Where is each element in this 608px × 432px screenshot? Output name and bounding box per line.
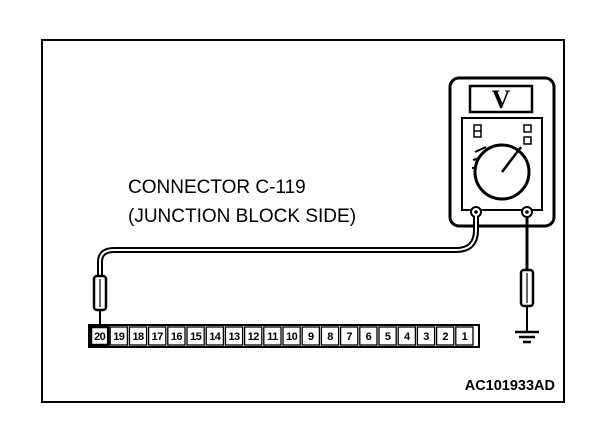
connector-pin-cell (147, 326, 167, 346)
connector-pin-cell (455, 326, 474, 346)
ground-symbol-icon (515, 330, 539, 344)
connector-pin-cell (301, 326, 321, 346)
connector-pin-cell (416, 326, 436, 346)
connector-pin-number: 14 (209, 331, 222, 343)
voltmeter-symbol: V (492, 85, 511, 114)
connector-pin-cell (282, 326, 301, 346)
connector-pin-number: 6 (366, 331, 372, 343)
connector-pin-cell (359, 326, 378, 346)
voltmeter: V (448, 76, 556, 228)
connector-pin-number: 11 (267, 331, 278, 343)
connector-pin-number: 19 (113, 331, 125, 343)
connector-pin-number: 9 (308, 331, 314, 343)
connector-pin-cell (167, 326, 186, 346)
connector-pin-cell (128, 326, 148, 346)
connector-pin-number: 8 (327, 331, 333, 343)
probe-jack-volt-inner (525, 210, 529, 214)
test-lead-cable-inner (99, 216, 477, 276)
connector-pin-cell (89, 325, 110, 347)
connector-pin-number: 18 (132, 331, 144, 343)
connector-pin-cell (339, 326, 359, 346)
connector-pin-number: 13 (228, 331, 240, 343)
connector-pin-cell (186, 326, 205, 346)
indicator-square-icon-2 (523, 136, 532, 145)
connector-pin-number: 7 (346, 331, 352, 343)
connector-pin-number: 3 (423, 331, 429, 343)
indicator-square-icon (523, 124, 532, 133)
connector-pin-number: 4 (404, 331, 411, 343)
connector-pin-cell (205, 326, 225, 346)
connector-label-line1: CONNECTOR C-119 (128, 177, 306, 198)
connector-pin-number: 15 (190, 331, 202, 343)
connector-pin-number: 10 (286, 331, 298, 343)
probe-jack-common-inner (474, 210, 478, 214)
connector-pin-cell (435, 326, 455, 346)
connector-pin-number: 16 (171, 331, 183, 343)
connector-pin-cell (263, 326, 282, 346)
connector-pin-number: 1 (462, 331, 468, 343)
connector-pin-number: 5 (385, 331, 391, 343)
connector-pin-number: 17 (152, 331, 164, 343)
connector-pin-number: 20 (94, 331, 106, 343)
connector-pin-cell (320, 326, 340, 346)
voltmeter-display (468, 84, 534, 114)
figure-frame (41, 39, 565, 403)
connector-label-line2: (JUNCTION BLOCK SIDE) (128, 206, 356, 227)
connector-pin-cell (397, 326, 417, 346)
connector-pin-number: 2 (442, 331, 448, 343)
connector-pin-cell (224, 326, 244, 346)
figure-code: AC101933AD (465, 378, 555, 394)
connector-pin-cell (109, 326, 129, 346)
dial-pointer (501, 146, 522, 173)
connector-pin-number: 12 (248, 331, 260, 343)
connector-pin-cell (243, 326, 263, 346)
connector-pin-cell (378, 326, 397, 346)
